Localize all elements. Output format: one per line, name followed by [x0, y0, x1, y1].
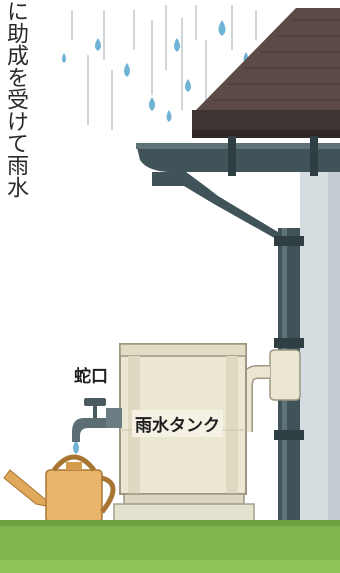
grass	[0, 520, 340, 573]
gutter-icon	[136, 136, 340, 176]
rain-tank-label: 雨水タンク	[132, 410, 223, 437]
faucet-icon	[72, 398, 122, 442]
caption-vertical-text: に助成を受けて雨水	[3, 0, 28, 198]
roof-icon	[192, 8, 340, 138]
faucet-label: 蛇口	[74, 367, 108, 387]
faucet-drop	[73, 440, 79, 454]
rain-drop-icons	[62, 20, 249, 454]
watering-can-icon	[3, 454, 116, 523]
